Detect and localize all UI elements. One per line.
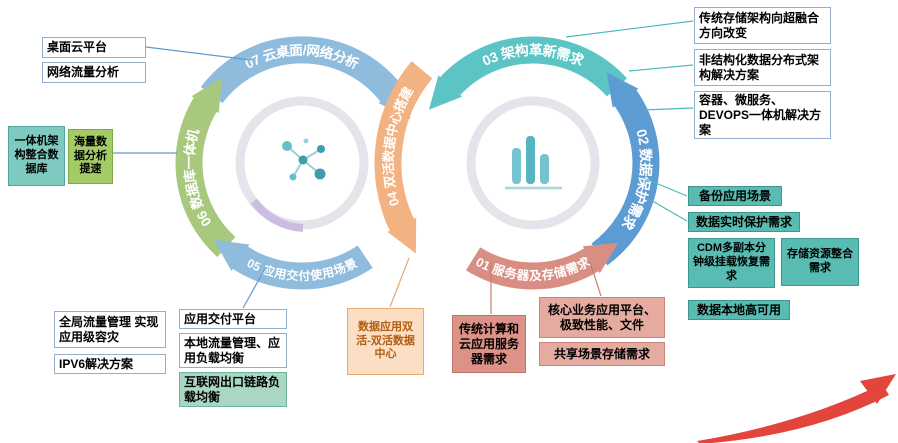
box-shared-storage: 共享场景存储需求 xyxy=(539,342,665,366)
connector-line xyxy=(242,266,267,309)
box-container-devops: 容器、微服务、DEVOPS一体机解决方案 xyxy=(694,91,831,139)
box-cdm-recovery: CDM多副本分钟级挂载恢复需求 xyxy=(688,238,775,288)
connector-line xyxy=(648,198,688,222)
box-mass-data-analysis: 海量数据分析提速 xyxy=(68,129,113,184)
connector-line xyxy=(628,64,694,72)
connector-line xyxy=(145,46,252,61)
arc-03-band xyxy=(428,36,628,110)
box-local-ha: 数据本地高可用 xyxy=(688,300,790,320)
arc-02-band xyxy=(591,72,660,266)
connector-line xyxy=(565,20,694,38)
arc-06-label: 06 数据库一体机 xyxy=(180,127,213,229)
box-unstructured-distributed: 非结构化数据分布式架构解决方案 xyxy=(694,49,831,86)
molecule-icon xyxy=(282,138,326,181)
box-storage-consolidation: 存储资源整合需求 xyxy=(781,238,859,286)
box-internet-link-lb: 互联网出口链路负载均衡 xyxy=(179,372,287,407)
box-backup-scenario: 备份应用场景 xyxy=(688,186,782,206)
box-global-traffic: 全局流量管理 实现应用级容灾 xyxy=(54,311,166,348)
box-network-traffic: 网络流量分析 xyxy=(42,62,146,83)
box-app-delivery: 应用交付平台 xyxy=(179,309,287,329)
connector-line xyxy=(645,178,688,197)
box-traditional-cloud-server: 传统计算和云应用服务器需求 xyxy=(452,315,526,373)
connector-line xyxy=(642,107,694,111)
box-aio-architecture: 一体机架构整合数据库 xyxy=(8,126,65,186)
connector-line xyxy=(389,257,410,308)
box-ipv6: IPV6解决方案 xyxy=(54,354,166,374)
red-swoosh-arrowhead xyxy=(860,374,896,404)
left-hub-deco-arc xyxy=(250,198,304,232)
box-hyper-converged: 传统存储架构向超融合方向改变 xyxy=(694,7,831,44)
arc-01-band xyxy=(465,242,619,290)
box-realtime-protection: 数据实时保护需求 xyxy=(688,212,800,232)
box-core-business: 核心业务应用平台、极致性能、文件 xyxy=(539,297,665,338)
red-swoosh xyxy=(697,384,889,443)
arc-05-band xyxy=(213,239,373,290)
connector-line xyxy=(589,261,602,297)
arc-04-band xyxy=(374,61,433,254)
bar-chart-icon xyxy=(505,136,562,190)
arc-06-band xyxy=(175,77,236,258)
box-local-traffic: 本地流量管理、应用负载均衡 xyxy=(179,333,287,368)
box-desktop-cloud: 桌面云平台 xyxy=(42,37,146,58)
arc-07-band xyxy=(200,36,411,119)
box-dual-active-dc: 数据应用双活-双活数据中心 xyxy=(347,308,424,375)
